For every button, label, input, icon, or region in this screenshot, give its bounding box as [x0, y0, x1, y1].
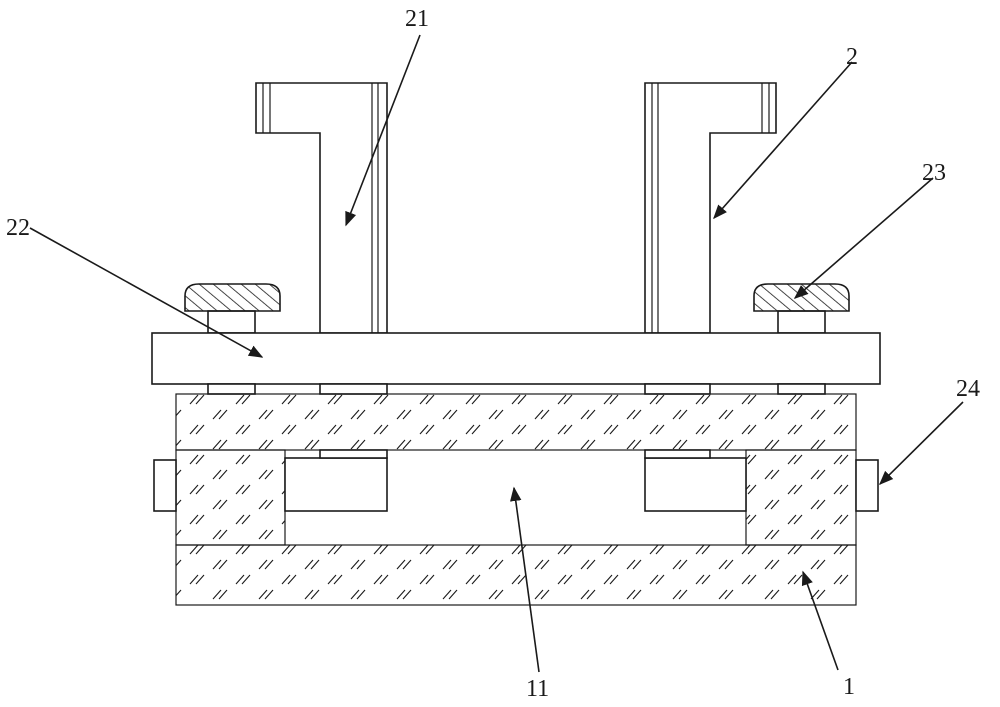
- label-23: 23: [922, 160, 946, 186]
- top-glass-layer: [175, 393, 857, 451]
- left-side-block: [175, 449, 286, 546]
- right-side-block: [745, 449, 857, 546]
- label-11: 11: [526, 676, 549, 702]
- pressure-plate: [151, 332, 881, 385]
- right-side-stud: [855, 459, 879, 512]
- leader-lines: [29, 34, 964, 673]
- left-knob: [184, 283, 281, 334]
- left-inner-spacer: [284, 449, 388, 512]
- right-clamp-arm: [644, 82, 777, 334]
- bottom-glass-layer: [175, 544, 857, 606]
- plate-connectors: [207, 383, 826, 395]
- left-clamp-arm: [255, 82, 388, 334]
- right-inner-spacer: [644, 449, 747, 512]
- label-22: 22: [6, 215, 30, 241]
- left-side-stud: [153, 459, 177, 512]
- label-2: 2: [846, 44, 858, 70]
- label-1: 1: [843, 674, 855, 700]
- label-24: 24: [956, 376, 980, 402]
- label-21: 21: [405, 6, 429, 32]
